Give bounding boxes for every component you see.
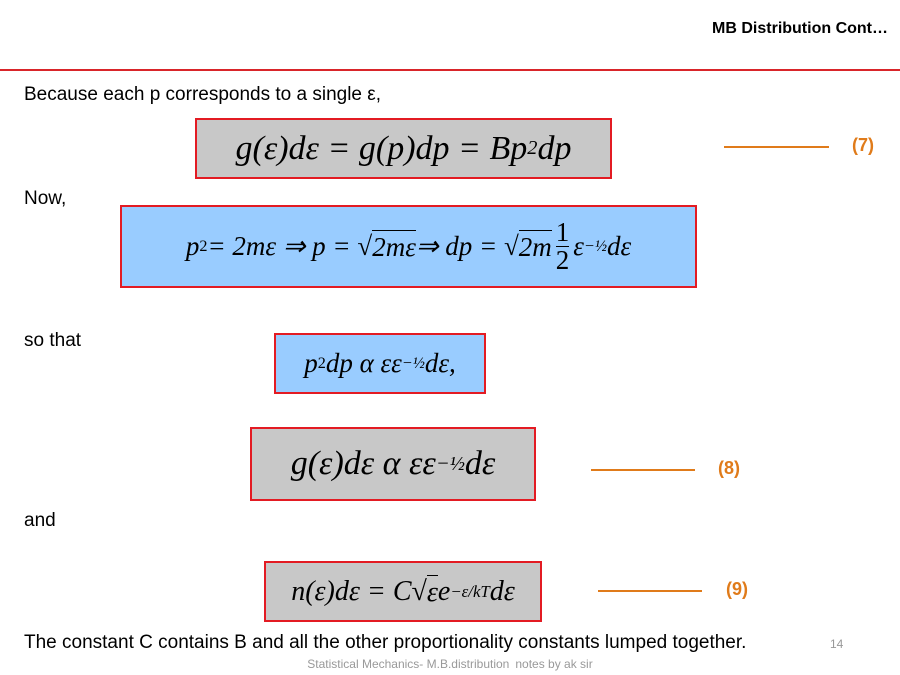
footer: Statistical Mechanics- M.B.distribution n… (250, 657, 650, 671)
eq9-b: ε (426, 574, 438, 608)
eqs-a-sup: 2 (317, 354, 326, 372)
now-text: Now, (24, 188, 67, 209)
label-line-8 (591, 469, 695, 471)
eqs-b-sup: −½ (401, 354, 425, 372)
eqn-a-sup: 2 (199, 237, 208, 255)
eqn-f-sup: −½ (583, 237, 607, 255)
eqn-e: 2m (518, 230, 552, 262)
eqn-c: 2mε (372, 230, 416, 262)
page-number: 14 (830, 637, 844, 651)
eqn-a: p (185, 231, 200, 261)
eq8-a: g(ε)dε α εε (290, 445, 436, 482)
slide-title: MB Distribution Cont… (712, 20, 888, 37)
footer-line-2: notes by ak sir (515, 657, 593, 671)
eq7-tail: dp (537, 129, 572, 167)
eq9-a: n(ε)dε = C√ (291, 575, 427, 607)
eq9-sup: −ε/kT (450, 581, 490, 601)
eqs-b: dp α εε (325, 348, 402, 378)
equation-label-8: (8) (718, 458, 740, 478)
eqn-g: dε (607, 231, 632, 261)
frac-den: 2 (555, 245, 570, 275)
eq9-c: e (437, 575, 451, 607)
label-line-9 (598, 590, 702, 592)
and-text: and (24, 510, 56, 531)
eqs-c: dε, (424, 348, 456, 378)
eqs-a: p (304, 348, 318, 378)
eq8-sup: −½ (435, 452, 465, 475)
intro-text: Because each p corresponds to a single ε… (24, 84, 382, 105)
equation-label-7: (7) (852, 135, 874, 155)
conclusion-text: The constant C contains B and all the ot… (24, 632, 747, 653)
frac-num: 1 (555, 217, 570, 247)
eq7-main: g(ε)dε = g(p)dp = Bp (235, 129, 528, 167)
header-divider (0, 69, 900, 71)
eqn-b: = 2mε ⇒ p = √ (207, 231, 373, 261)
eq9-d: dε (489, 575, 515, 607)
label-line-7 (724, 146, 829, 148)
eq7-sup: 2 (527, 137, 538, 159)
equation-label-9: (9) (726, 579, 748, 599)
so-that-text: so that (24, 330, 82, 351)
eq8-b: dε (464, 445, 496, 482)
footer-line-1: Statistical Mechanics- M.B.distribution (307, 657, 510, 671)
eqn-f: ε (573, 231, 584, 261)
eqn-d: ⇒ dp = √ (415, 231, 519, 261)
